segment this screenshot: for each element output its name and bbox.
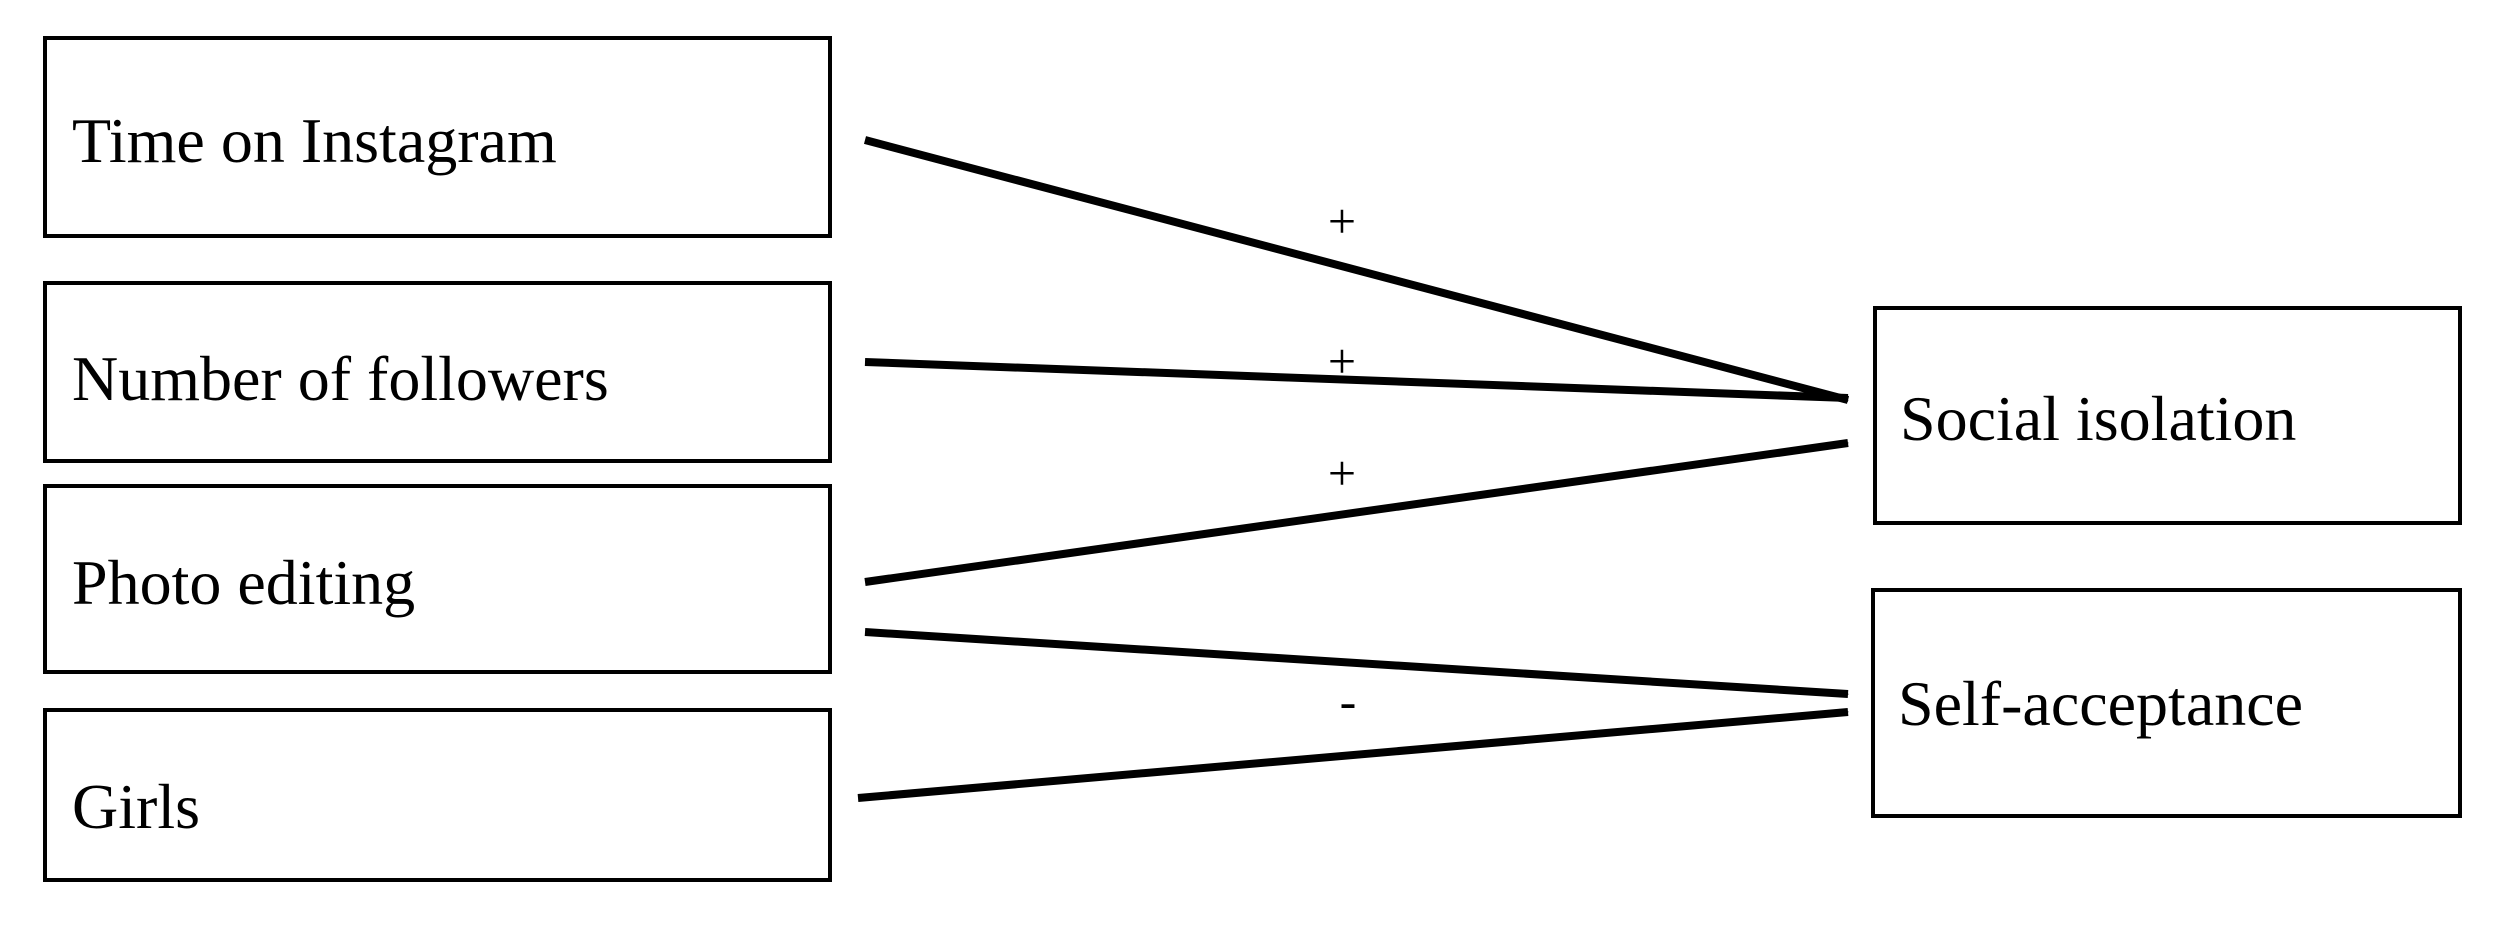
box-number-of-followers-frame	[43, 281, 832, 463]
label-self-acceptance: Self-acceptance	[1898, 668, 2303, 739]
label-girls: Girls	[72, 771, 200, 842]
label-number-of-followers: Number of followers	[72, 343, 609, 414]
box-photo-editing-frame	[43, 484, 832, 674]
label-photo-editing: Photo editing	[72, 547, 415, 618]
label-social-isolation: Social isolation	[1900, 383, 2296, 454]
box-time-on-instagram: Time on Instagram	[43, 36, 832, 238]
sign-editing-to-isolation: +	[1328, 445, 1356, 501]
box-number-of-followers: Number of followers	[43, 281, 832, 463]
sign-time-to-isolation: +	[1328, 193, 1356, 249]
arrow-followers-to-isolation	[864, 358, 1849, 402]
box-social-isolation-frame	[1873, 306, 2462, 525]
sign-girls-to-acceptance: -	[1340, 673, 1357, 729]
box-photo-editing: Photo editing	[43, 484, 832, 674]
box-girls-frame	[43, 708, 832, 882]
box-girls: Girls	[43, 708, 832, 882]
arrow-girls-to-acceptance	[857, 708, 1849, 802]
arrow-editing-to-acceptance	[864, 628, 1849, 698]
box-self-acceptance: Self-acceptance	[1871, 588, 2462, 818]
sign-followers-to-isolation: +	[1328, 333, 1356, 389]
arrow-time-to-isolation	[863, 136, 1850, 404]
label-time-on-instagram: Time on Instagram	[72, 105, 557, 176]
arrow-editing-to-isolation	[864, 439, 1849, 586]
box-self-acceptance-frame	[1871, 588, 2462, 818]
box-social-isolation: Social isolation	[1873, 306, 2462, 525]
box-time-on-instagram-frame	[43, 36, 832, 238]
